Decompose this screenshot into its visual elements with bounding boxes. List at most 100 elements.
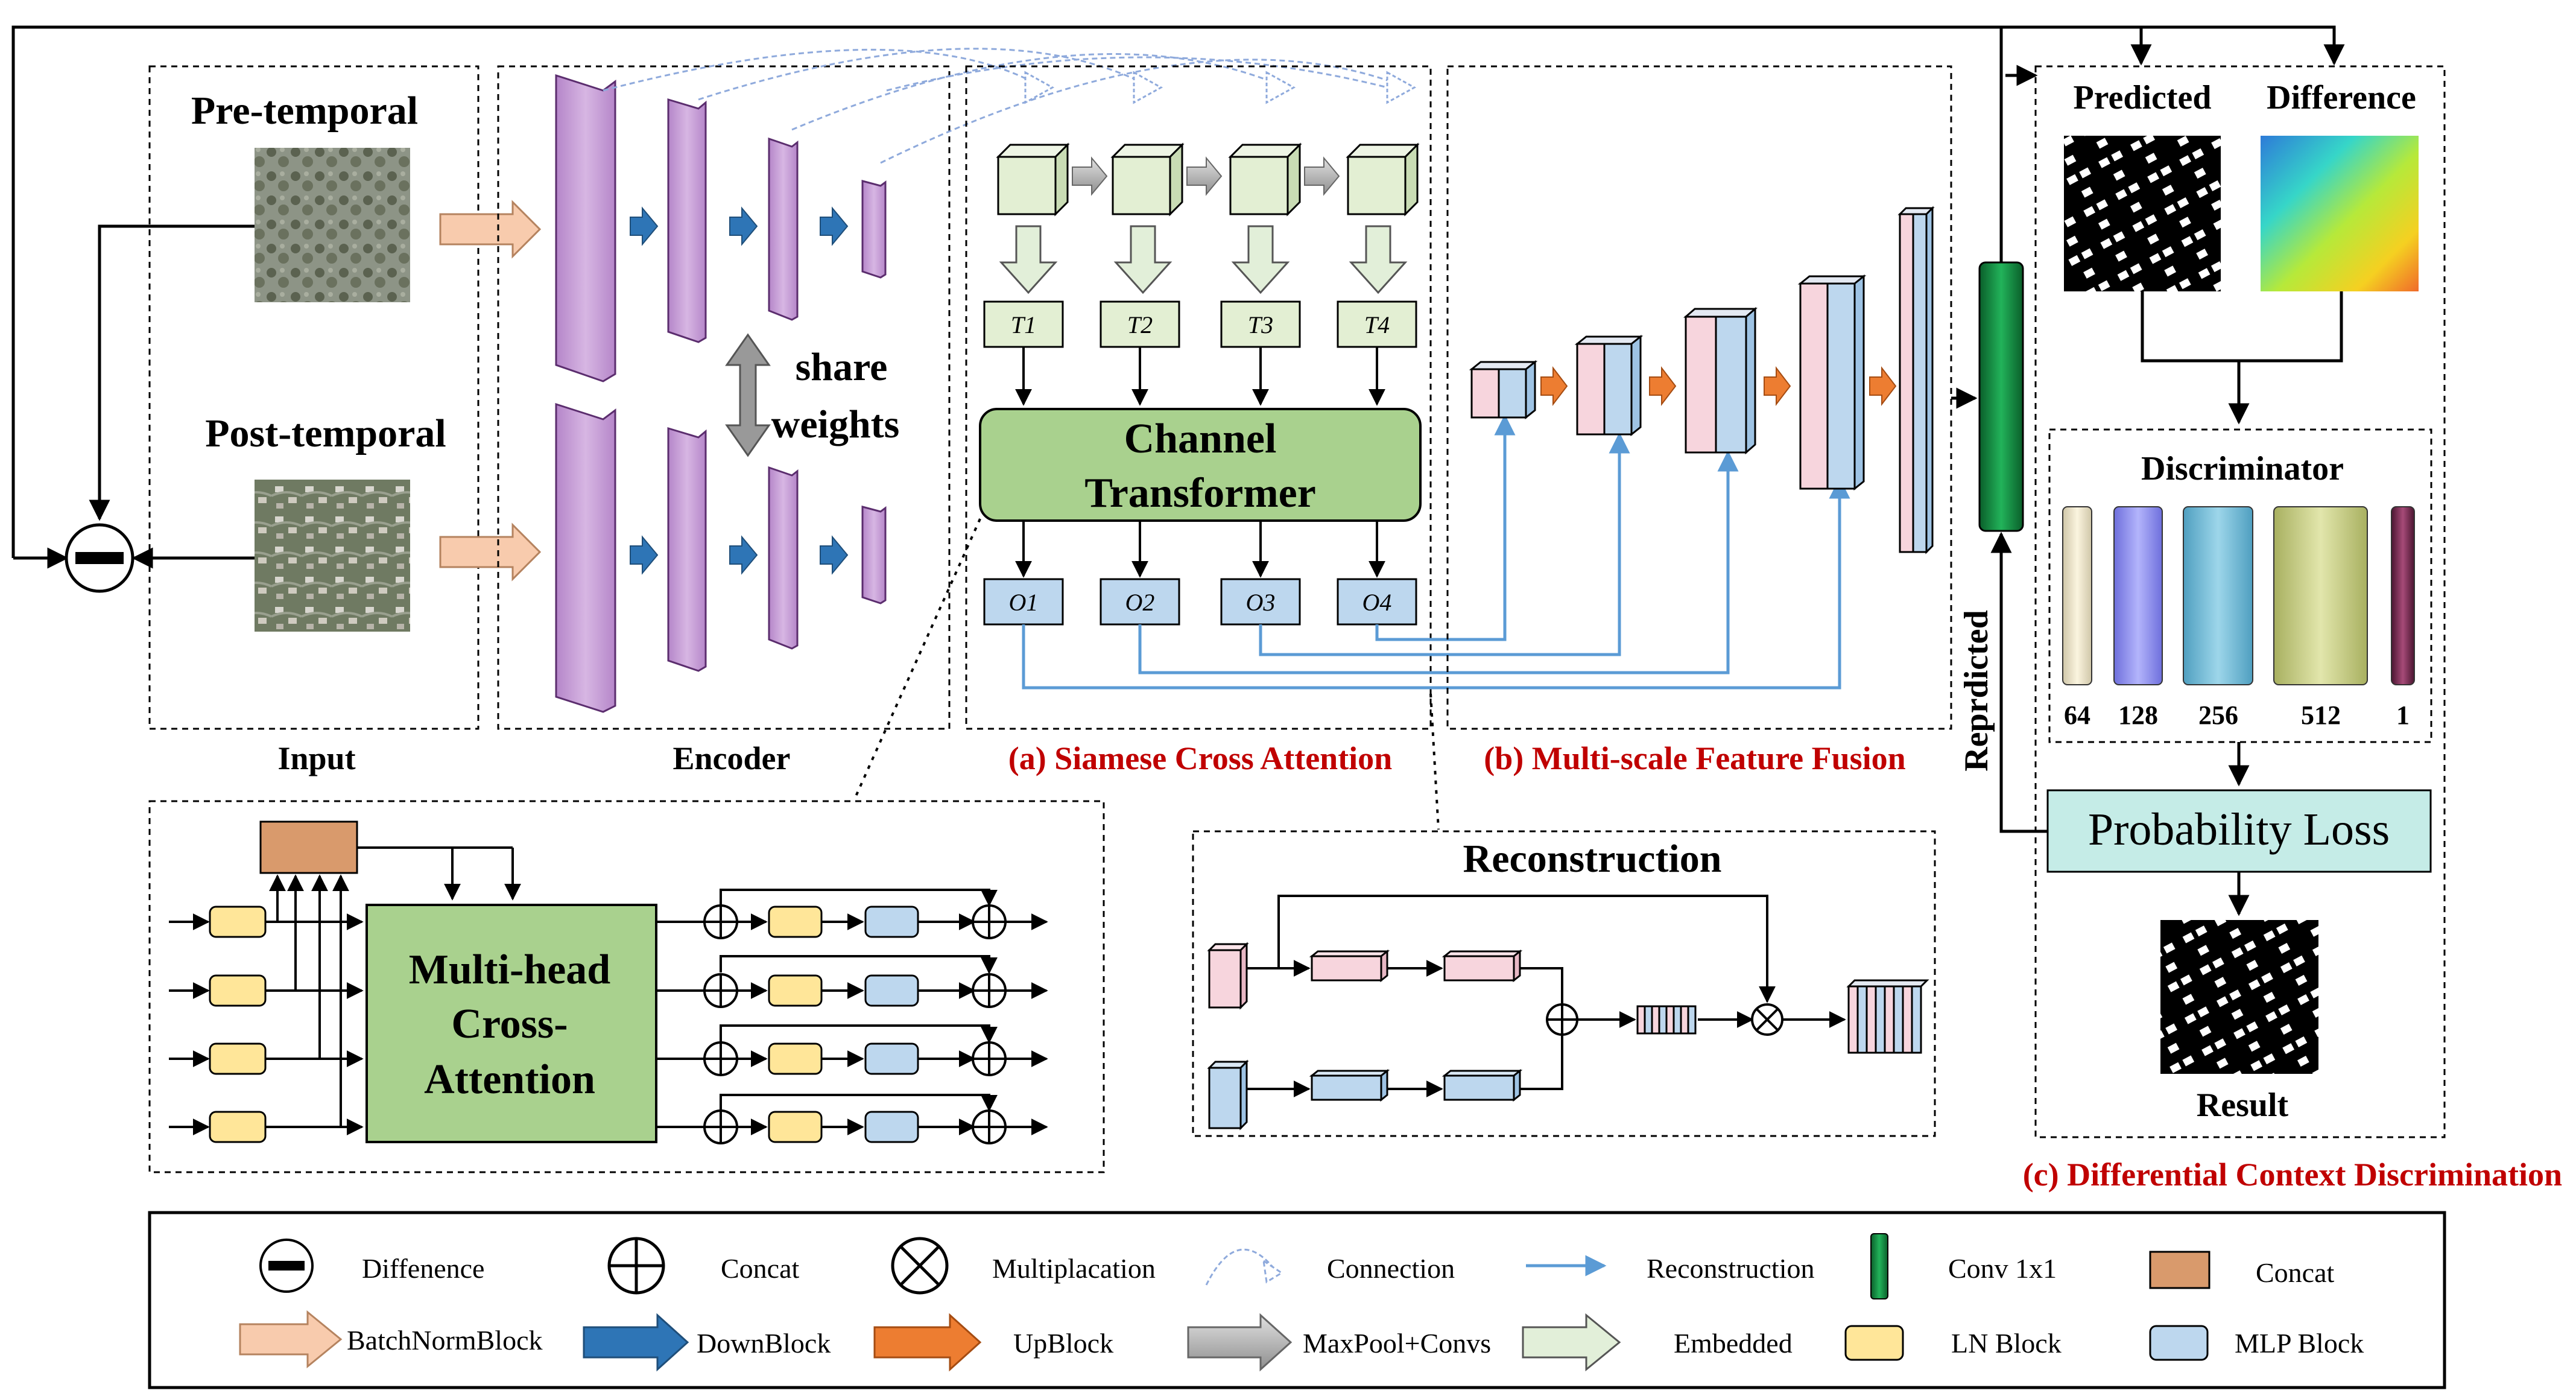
predicted-label: Predicted [2073,79,2211,116]
channel-transformer-block [979,408,1422,522]
output-o1: O1 [1009,589,1039,616]
fusion-section-label: (b) Multi-scale Feature Fusion [1484,740,1905,776]
mhca-mlp-blocks [864,906,919,1143]
maxpool-arrows [1072,156,1340,196]
encoder-section-label: Encoder [673,740,791,776]
multi-head-cross-attention-block [366,904,657,1143]
difference-map-image [2261,136,2419,291]
mhca-detail-panel: Multi-head Cross- Attention [148,518,1105,1173]
pre-temporal-image [255,148,410,302]
channel-transformer-line1: Channel [1124,416,1277,462]
token-t3: T3 [1248,311,1273,338]
discriminator-layer-256 [2183,506,2253,685]
difference-operator [65,224,255,593]
legend: Diffenence Concat Multiplacation Connect… [148,1211,2446,1389]
post-temporal-image [255,480,410,632]
discrimination-section-label: (c) Differential Context Discrimination [2023,1156,2562,1193]
legend-upblock-icon [873,1313,982,1372]
output-o4: O4 [1362,589,1392,616]
recon-output-block [1846,979,1929,1054]
probability-loss-label: Probability Loss [2088,804,2390,855]
fusion-stage-3 [1683,306,1758,455]
legend-downblock-label: DownBlock [697,1328,831,1359]
predicted-mask-image [2064,136,2221,291]
legend-ln-icon [1844,1325,1904,1361]
recon-input-pink [1207,942,1249,1010]
result-mask-image [2160,920,2318,1074]
mhca-inputs [169,874,364,1135]
result-label: Result [2197,1087,2289,1124]
legend-batchnorm-label: BatchNormBlock [347,1325,543,1356]
legend-embedded-icon [1522,1313,1621,1372]
legend-batchnorm-icon [239,1310,343,1369]
legend-concat-block-label: Concat [2256,1257,2335,1288]
legend-concat-op-label: Concat [721,1253,800,1284]
legend-connection-label: Connection [1327,1253,1455,1284]
mhca-ln-blocks-right [768,906,823,1143]
pre-temporal-label: Pre-temporal [191,89,418,133]
output-boxes [983,578,1417,626]
siamese-panel: T1 T2 T3 T4 Channel Transformer O1 O2 O3… [965,65,1432,776]
fusion-stage-1 [1469,360,1538,420]
channel-256: 256 [2198,700,2238,730]
token-boxes [983,300,1417,348]
legend-difference-label: Diffenence [362,1253,484,1284]
channel-64: 64 [2064,700,2090,730]
legend-conv-icon [1870,1233,1888,1299]
weights-label: weights [771,402,900,446]
legend-multiply-label: Multiplacation [992,1253,1156,1284]
recon-input-blue [1207,1059,1249,1131]
legend-concat-op-icon [607,1237,665,1295]
discriminator-layer-128 [2113,506,2163,685]
downblock-arrows [630,206,849,575]
connection-arc-heads [1024,71,1417,104]
encoder-top-branch [555,74,887,382]
token-t2: T2 [1127,311,1153,338]
fusion-stage-2 [1574,334,1644,437]
output-o2: O2 [1125,589,1155,616]
share-weights-arrow [725,333,771,457]
post-temporal-label: Post-temporal [205,411,446,455]
repredicted-label: Reprdicted [1958,610,1995,772]
mhca-line1: Multi-head [409,947,611,993]
legend-maxpool-label: MaxPool+Convs [1303,1328,1491,1359]
legend-downblock-icon [583,1313,689,1372]
recon-mid-block [1636,1005,1697,1035]
encoder-bottom-branch [555,402,887,713]
fusion-stage-5 [1897,206,1935,554]
token-t1: T1 [1011,311,1036,338]
discriminator-layer-64 [2062,506,2092,685]
mhca-line3: Attention [424,1056,595,1103]
batchnorm-arrows [439,200,542,582]
channel-512: 512 [2301,700,2341,730]
feedback-loop-lines [11,25,2345,569]
encoder-panel: share weights Encoder [497,65,951,776]
legend-upblock-label: UpBlock [1013,1328,1113,1359]
legend-multiply-icon [891,1237,949,1295]
mhca-ln-blocks [209,906,267,1143]
legend-embedded-label: Embedded [1674,1328,1793,1359]
siamese-section-label: (a) Siamese Cross Attention [1008,740,1392,776]
share-label: share [796,345,888,389]
reconstruction-detail-panel: Reconstruction [1192,693,1936,1137]
input-panel: Pre-temporal Post-temporal Input [148,65,479,776]
channel-1: 1 [2396,700,2410,730]
token-t4: T4 [1364,311,1390,338]
legend-concat-block-icon [2149,1251,2210,1289]
mhca-line2: Cross- [451,1001,568,1047]
conv-1x1-block [1978,27,2038,532]
fusion-panel: (b) Multi-scale Feature Fusion [1446,65,1952,776]
legend-mlp-icon [2149,1325,2209,1361]
reconstruction-title: Reconstruction [1463,837,1722,881]
discrimination-panel: Predicted Difference Discriminator 64 12… [2023,65,2562,1193]
legend-difference-icon [259,1239,314,1293]
discriminator-layer-1 [2391,506,2415,685]
legend-conv-label: Conv 1x1 [1948,1253,2057,1284]
feature-cubes [996,142,1420,217]
discriminator-label: Discriminator [2141,450,2344,487]
output-o3: O3 [1246,589,1276,616]
reconstruction-lines [1022,414,1850,690]
embedded-arrows [999,225,1408,294]
legend-reconstruction-label: Reconstruction [1647,1253,1815,1284]
legend-ln-label: LN Block [1951,1328,2062,1359]
